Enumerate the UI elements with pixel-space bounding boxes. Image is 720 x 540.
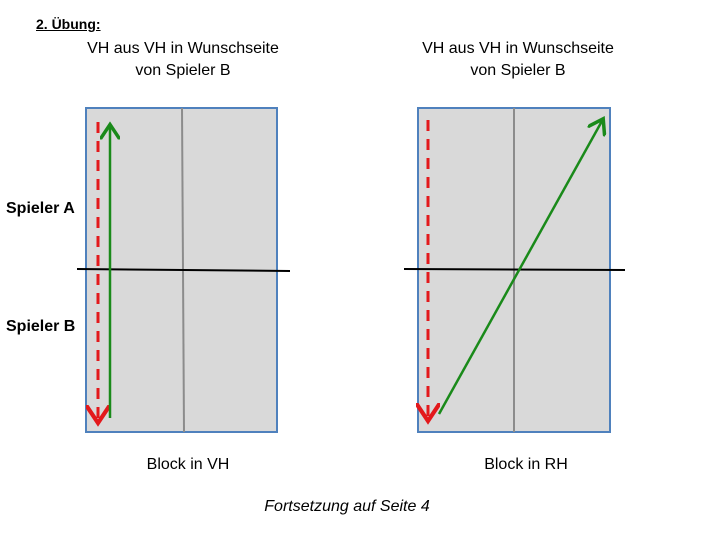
table-left — [76, 107, 291, 433]
table-right-net — [403, 268, 626, 271]
panel-right-caption: Block in RH — [484, 456, 568, 473]
panel-left-title: VH aus VH in Wunschseite von Spieler B — [87, 40, 279, 79]
continuation-note: Fortsetzung auf Seite 4 — [264, 498, 430, 515]
exercise-heading: 2. Übung: — [36, 16, 101, 32]
row-label-player-a: Spieler A — [6, 200, 75, 217]
table-left-net — [76, 268, 291, 272]
table-right-shot-arrow — [437, 121, 602, 415]
table-right — [403, 107, 626, 433]
row-label-player-b: Spieler B — [6, 318, 76, 335]
panel-left-caption: Block in VH — [146, 456, 230, 473]
panel-right-title: VH aus VH in Wunschseite von Spieler B — [422, 40, 614, 79]
